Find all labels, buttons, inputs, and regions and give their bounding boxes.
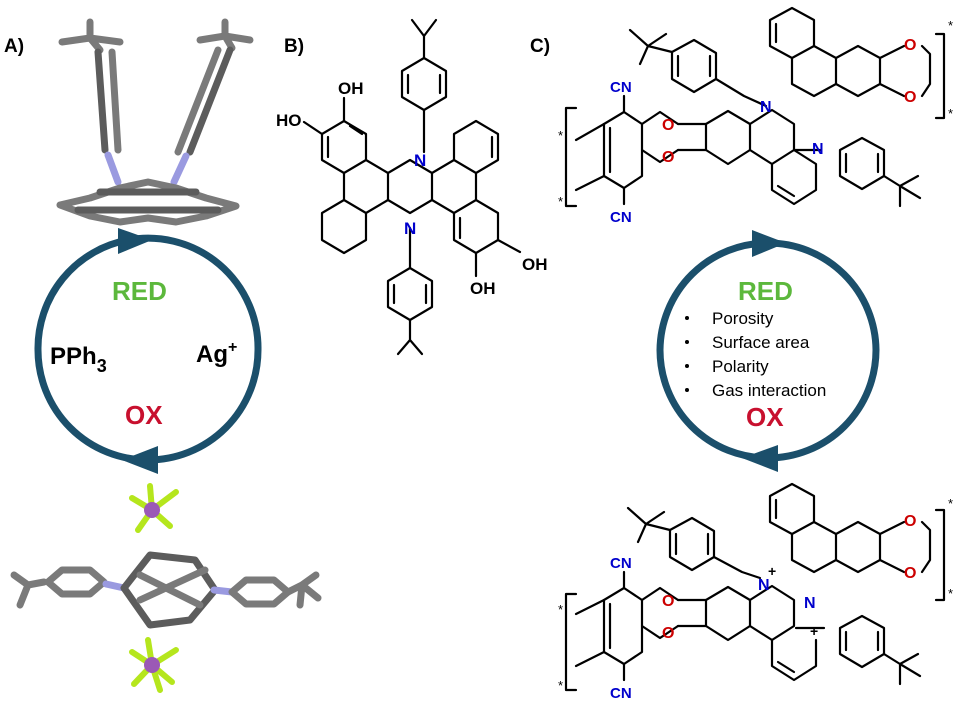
hydroxyl-label-3: OH <box>522 255 548 274</box>
redox-cycle-a <box>34 228 262 474</box>
oxygen-label-d3: O <box>904 513 916 530</box>
property-list: Porosity Surface area Polarity Gas inter… <box>685 309 826 400</box>
nitrogen-cation-label-2: N <box>804 595 816 612</box>
pf6-anion-bottom <box>129 637 179 693</box>
polymer-end-star-5: * <box>948 496 953 511</box>
panel-label-b: B) <box>284 36 304 57</box>
arrow-head-top-c <box>752 230 786 257</box>
cyano-label-d1: CN <box>610 555 632 572</box>
arrow-head-bottom-c <box>742 445 778 472</box>
red-label-a: RED <box>112 276 167 306</box>
oxidized-polymer-structure <box>564 482 946 692</box>
polymer-end-star-8: * <box>558 678 563 693</box>
polymer-end-star-4: * <box>558 194 563 209</box>
polymer-end-star-7: * <box>558 602 563 617</box>
arrow-head-top-a <box>118 228 152 254</box>
hydroxyl-label-2: HO <box>276 111 302 130</box>
reductant-label: PPh3 <box>50 343 107 376</box>
polymer-end-star-1: * <box>948 18 953 33</box>
oxygen-label-d2: O <box>662 625 674 642</box>
neutral-polymer-structure <box>564 6 946 208</box>
hydroxyl-label-1: OH <box>338 79 364 98</box>
oxygen-label-d1: O <box>662 593 674 610</box>
oxygen-label-c4: O <box>904 89 916 106</box>
tetrahydroxy-dibenzophenazine-structure <box>302 18 522 356</box>
neutral-molecule-3d <box>56 18 254 226</box>
nitrogen-label-b1: N <box>414 151 426 170</box>
redox-cycle-c <box>656 230 880 472</box>
nitrogen-label-b2: N <box>404 219 416 238</box>
ox-label-c: OX <box>746 402 784 432</box>
cyano-label-c1: CN <box>610 79 632 96</box>
nitrogen-label-c1: N <box>760 99 772 116</box>
property-item: Porosity <box>712 309 774 328</box>
nitrogen-cation-label-1: N <box>758 577 770 594</box>
plus-charge-1: + <box>768 563 776 579</box>
panel-label-c: C) <box>530 36 550 57</box>
oxygen-label-c1: O <box>662 117 674 134</box>
oxygen-label-c2: O <box>662 149 674 166</box>
red-label-c: RED <box>738 276 793 306</box>
cyano-label-d2: CN <box>610 685 632 702</box>
property-item: Gas interaction <box>712 381 826 400</box>
oxidant-label: Ag+ <box>196 339 237 368</box>
nitrogen-label-c2: N <box>812 141 824 158</box>
oxygen-label-c3: O <box>904 37 916 54</box>
oxygen-label-d4: O <box>904 565 916 582</box>
property-item: Polarity <box>712 357 769 376</box>
property-item: Surface area <box>712 333 810 352</box>
cyano-label-c2: CN <box>610 209 632 226</box>
polymer-end-star-2: * <box>948 106 953 121</box>
polymer-end-star-3: * <box>558 128 563 143</box>
polymer-end-star-6: * <box>948 586 953 601</box>
pf6-anion-top <box>129 483 179 533</box>
hydroxyl-label-4: OH <box>470 279 496 298</box>
arrow-head-bottom-a <box>122 446 158 474</box>
plus-charge-2: + <box>810 623 818 639</box>
panel-label-a: A) <box>4 36 24 57</box>
oxidized-molecule-3d <box>10 551 322 629</box>
ox-label-a: OX <box>125 400 163 430</box>
